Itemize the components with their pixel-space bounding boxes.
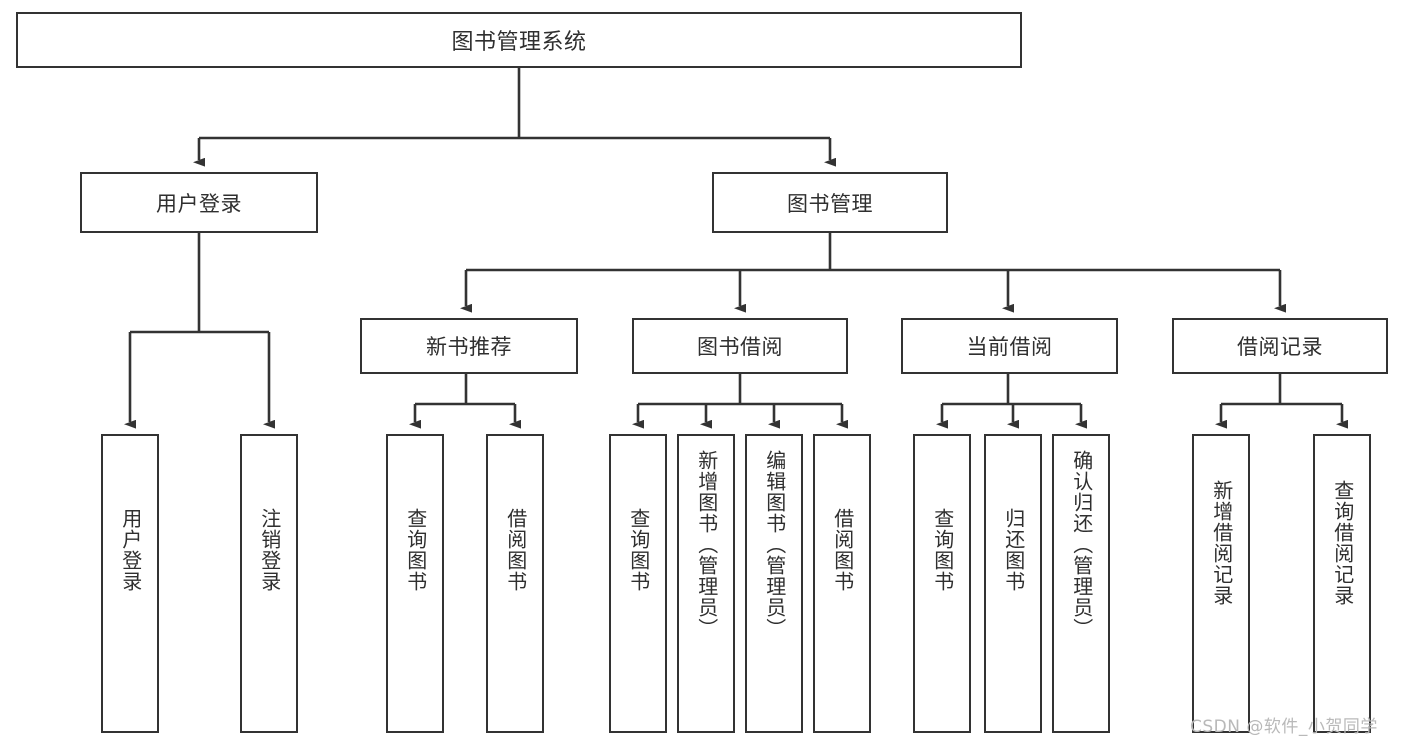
node-user-login[interactable]: 用户登录 — [80, 172, 318, 233]
node-root-label: 图书管理系统 — [451, 30, 587, 55]
node-leaf-borrow-book-label: 借阅图书 — [830, 508, 855, 592]
node-current-borrow-label: 当前借阅 — [966, 335, 1053, 359]
node-book-borrow[interactable]: 图书借阅 — [632, 318, 848, 374]
node-leaf-add-book-admin[interactable]: 新增图书（管理员） — [677, 434, 735, 733]
node-leaf-query-book-borrow-label: 查询图书 — [626, 508, 651, 592]
node-leaf-add-borrow-record-label: 新增借阅记录 — [1209, 480, 1234, 606]
node-leaf-add-borrow-record[interactable]: 新增借阅记录 — [1192, 434, 1250, 733]
node-leaf-logout[interactable]: 注销登录 — [240, 434, 298, 733]
node-leaf-borrow-book-recommend[interactable]: 借阅图书 — [486, 434, 544, 733]
node-book-borrow-label: 图书借阅 — [697, 335, 783, 359]
node-leaf-return-book[interactable]: 归还图书 — [984, 434, 1042, 733]
node-book-management-label: 图书管理 — [787, 191, 873, 216]
node-leaf-confirm-return-admin[interactable]: 确认归还（管理员） — [1052, 434, 1110, 733]
node-leaf-borrow-book-recommend-label: 借阅图书 — [503, 508, 528, 592]
node-new-book-recommend[interactable]: 新书推荐 — [360, 318, 578, 374]
node-leaf-borrow-book[interactable]: 借阅图书 — [813, 434, 871, 733]
node-leaf-edit-book-admin[interactable]: 编辑图书（管理员） — [745, 434, 803, 733]
node-leaf-edit-book-admin-label: 编辑图书（管理员） — [762, 450, 787, 639]
node-leaf-query-book-current[interactable]: 查询图书 — [913, 434, 971, 733]
node-leaf-query-book-current-label: 查询图书 — [930, 508, 955, 592]
node-leaf-query-borrow-record[interactable]: 查询借阅记录 — [1313, 434, 1371, 733]
node-leaf-query-book-recommend-label: 查询图书 — [403, 508, 428, 592]
node-borrow-record[interactable]: 借阅记录 — [1172, 318, 1388, 374]
node-leaf-query-book-recommend[interactable]: 查询图书 — [386, 434, 444, 733]
node-root[interactable]: 图书管理系统 — [16, 12, 1022, 68]
node-leaf-query-borrow-record-label: 查询借阅记录 — [1330, 480, 1355, 606]
watermark: CSDN @软件_小贺同学 — [1190, 717, 1378, 737]
node-borrow-record-label: 借阅记录 — [1237, 335, 1323, 359]
node-leaf-logout-label: 注销登录 — [257, 508, 282, 592]
node-book-management[interactable]: 图书管理 — [712, 172, 948, 233]
node-new-book-recommend-label: 新书推荐 — [426, 335, 512, 359]
node-user-login-label: 用户登录 — [156, 191, 242, 216]
node-leaf-user-login[interactable]: 用户登录 — [101, 434, 159, 733]
node-leaf-add-book-admin-label: 新增图书（管理员） — [694, 450, 719, 639]
node-leaf-user-login-label: 用户登录 — [118, 508, 143, 592]
node-leaf-query-book-borrow[interactable]: 查询图书 — [609, 434, 667, 733]
node-current-borrow[interactable]: 当前借阅 — [901, 318, 1118, 374]
node-leaf-confirm-return-admin-label: 确认归还（管理员） — [1069, 450, 1094, 639]
node-leaf-return-book-label: 归还图书 — [1001, 508, 1026, 592]
